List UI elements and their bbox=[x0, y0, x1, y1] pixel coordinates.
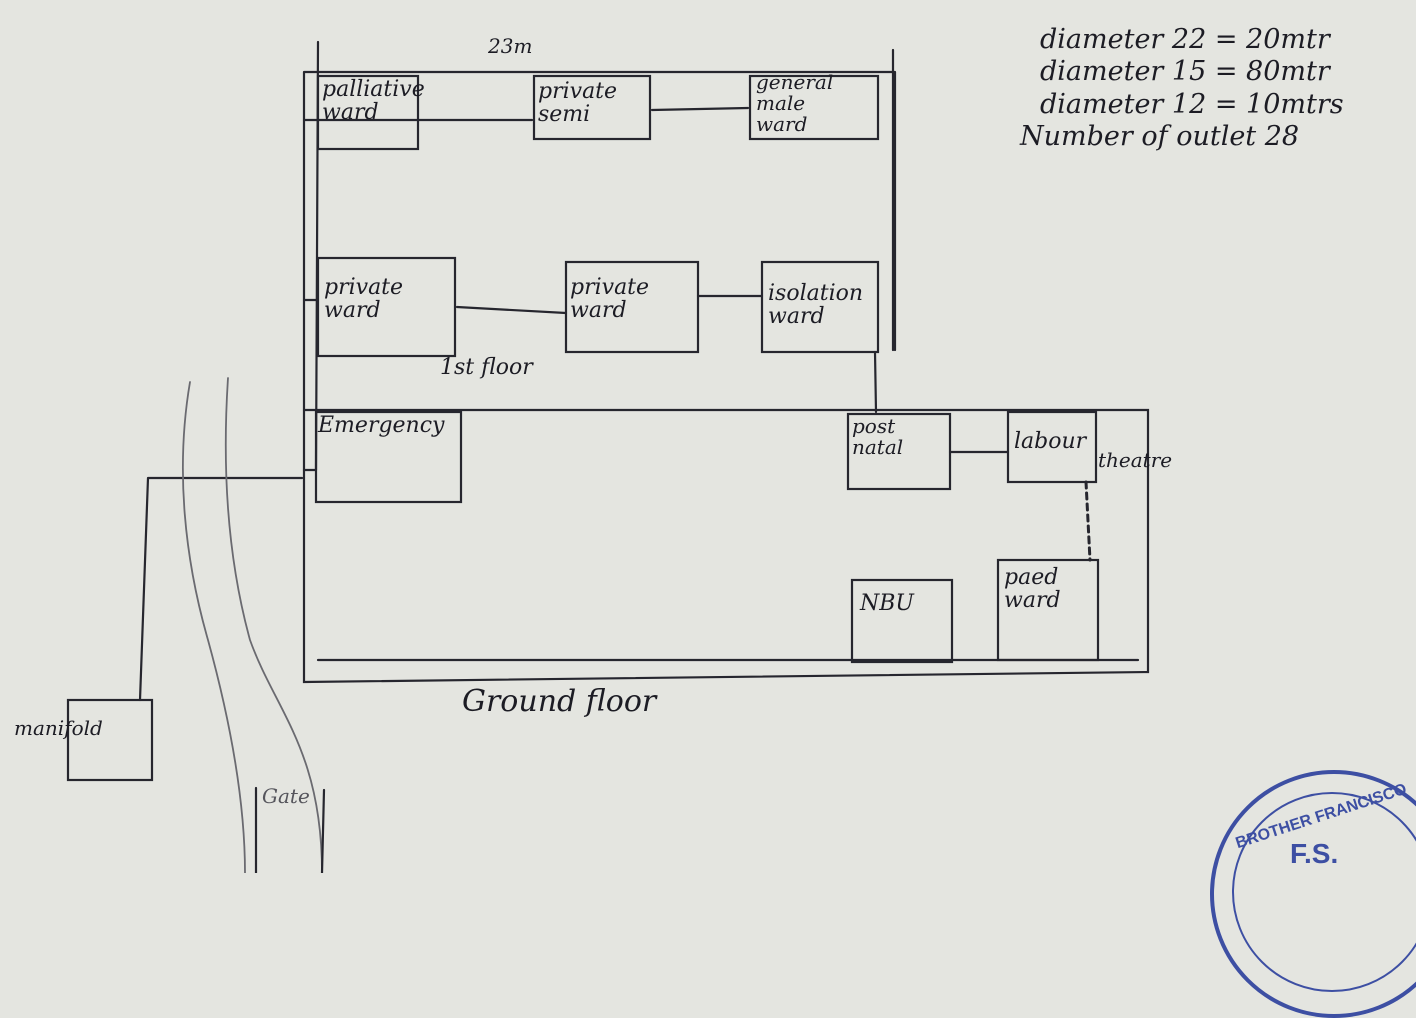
note-line: diameter 22 = 20mtr bbox=[1040, 24, 1330, 55]
room-label-labour: labour bbox=[1014, 429, 1087, 454]
dimension-label: 23m bbox=[488, 34, 533, 58]
ground-floor-label: Ground floor bbox=[462, 684, 657, 719]
gate-label: Gate bbox=[262, 784, 310, 808]
pipe-first-floor bbox=[455, 294, 764, 315]
sketch-lines bbox=[66, 40, 1150, 873]
pipe-to-ground bbox=[873, 350, 878, 414]
ground-floor-outline bbox=[302, 408, 1150, 684]
room-box-private-ward-2 bbox=[564, 260, 700, 354]
dashed-pipe-theatre-paed bbox=[1084, 480, 1092, 562]
room-box-private-ward-1 bbox=[316, 256, 457, 358]
room-label-private-ward-2: private ward bbox=[570, 275, 650, 324]
room-label-paed: paed ward bbox=[1004, 565, 1061, 614]
upper-building-outline bbox=[302, 40, 897, 472]
room-box-private-semi bbox=[532, 74, 652, 141]
room-label-palliative: palliative ward bbox=[322, 77, 425, 126]
manifold-label: manifold bbox=[14, 716, 103, 740]
room-box-nbu bbox=[850, 578, 954, 664]
room-label-general-male: general male ward bbox=[756, 70, 834, 136]
road-line-right bbox=[224, 377, 323, 873]
room-label-private-semi: private semi bbox=[538, 79, 618, 128]
room-box-paed bbox=[996, 558, 1100, 662]
road-line-left bbox=[182, 381, 246, 873]
manifold-pipe bbox=[138, 476, 304, 702]
note-line: diameter 15 = 80mtr bbox=[1040, 56, 1330, 88]
room-label-theatre: theatre bbox=[1098, 448, 1173, 472]
room-box-isolation bbox=[760, 260, 880, 354]
room-box-emergency bbox=[314, 410, 463, 504]
manifold-box bbox=[66, 698, 154, 782]
room-box-palliative bbox=[316, 74, 420, 151]
room-label-isolation: isolation ward bbox=[768, 281, 864, 330]
first-floor-label: 1st floor bbox=[440, 355, 533, 380]
room-label-post-natal: post natal bbox=[852, 414, 904, 459]
pipe-notes: diameter 22 = 20mtr diameter 15 = 80mtr … bbox=[1020, 24, 1344, 154]
pipe-top-floor bbox=[302, 106, 750, 122]
gate-posts bbox=[254, 786, 326, 873]
room-label-nbu: NBU bbox=[860, 591, 914, 616]
room-box-labour bbox=[1006, 410, 1098, 484]
room-label-private-ward-1: private ward bbox=[324, 275, 404, 324]
room-box-general-male bbox=[748, 74, 880, 141]
room-label-emergency: Emergency bbox=[318, 413, 445, 438]
floor-plan-sketch: 23m palliative ward private semi general… bbox=[14, 24, 1416, 1018]
note-line: diameter 12 = 10mtrs bbox=[1040, 88, 1344, 120]
note-line: Number of outlet 28 bbox=[1020, 121, 1300, 153]
riser-branches bbox=[302, 298, 318, 472]
stamp-text-middle: F.S. bbox=[1290, 838, 1339, 869]
